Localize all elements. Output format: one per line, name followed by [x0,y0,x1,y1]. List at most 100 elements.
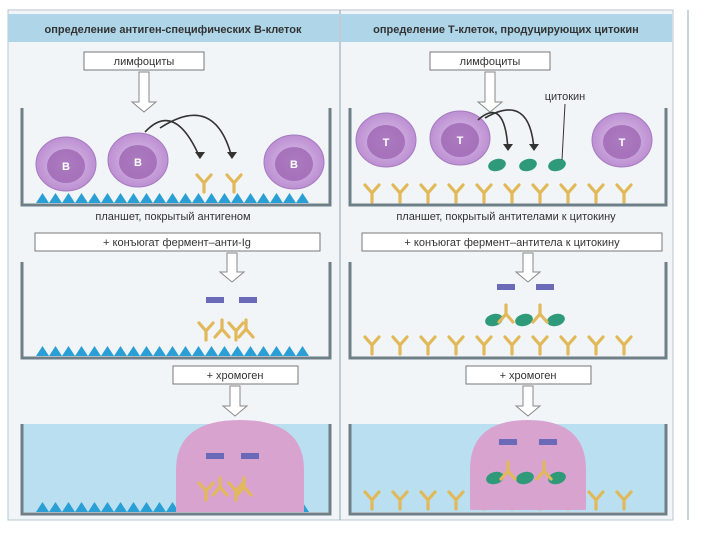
left-antigen-row-2 [127,346,140,356]
right-capture-antibody-row-1 [475,183,493,204]
right-capture-antibody-row-2 [475,335,493,356]
left-secretion-arrow-2 [159,114,233,159]
left-spot-enzyme-2 [241,453,259,459]
right-conjugate-box [361,232,663,252]
left-conjugate-box [34,232,321,252]
left-antigen-row-1 [218,193,231,203]
left-antigen-row-3 [140,502,153,512]
left-antigen-row-3 [153,502,166,512]
right-capture-antibody-row-1 [503,183,521,204]
left-secreted-antibody-1 [195,173,213,194]
left-antigen-row-1 [101,193,114,203]
left-antigen-row-1 [244,193,257,203]
right-header-bar [341,14,672,42]
left-spot-enzyme-1 [206,453,224,459]
left-antigen-row-2 [192,346,205,356]
right-capture-antibody-row-1 [419,183,437,204]
left-antigen-row-1 [231,193,244,203]
right-plate-label: планшет, покрытый антителами к цитокину [396,211,616,223]
left-antigen-row-1 [296,193,309,203]
right-arrow-conjugate [514,252,542,283]
right-secretion-arrow-1-head [503,144,513,151]
left-spot-anti-ig-2 [235,476,253,497]
right-spot-cytokine-1 [486,471,504,485]
right-spot-enzyme-1 [499,439,517,445]
right-bound-cytokine-2 [515,313,533,327]
left-plate-label: планшет, покрытый антигеном [95,211,250,223]
left-antigen-row-3 [49,502,62,512]
right-capture-antibody-row-2 [419,335,437,356]
left-antigen-row-3 [166,502,179,512]
left-b-cell-2-nucleus [119,145,157,179]
right-cytokine-3 [548,158,566,172]
right-capture-antibody-row-2 [531,335,549,356]
right-capture-antibody-row-2 [447,335,465,356]
left-antigen-row-2 [49,346,62,356]
left-antigen-row-2 [140,346,153,356]
left-antigen-row-3 [114,502,127,512]
right-capture-antibody-row-1 [587,183,605,204]
left-b-cell-2-letter: B [134,157,142,169]
left-bound-antibody-2 [227,321,245,342]
left-antigen-row-2 [62,346,75,356]
left-antigen-row-3 [127,502,140,512]
right-arrow-chromogen [514,385,542,417]
left-antigen-row-3 [101,502,114,512]
left-colored-spot [176,420,304,512]
left-antigen-row-1 [179,193,192,203]
right-capture-antibody-row-2 [391,335,409,356]
right-detect-antibody-1 [497,303,515,324]
left-anti-ig-1 [213,318,231,339]
left-spot-antibody-1 [197,481,215,502]
left-antigen-row-1 [36,193,49,203]
right-capture-antibody-row-2 [559,335,577,356]
left-antigen-row-2 [270,346,283,356]
left-conjugate-label: + конъюгат фермент–анти-Ig [103,237,251,249]
right-capture-antibody-row-1 [363,183,381,204]
left-antigen-row-1 [205,193,218,203]
left-lymphocytes-label: лимфоциты [114,56,175,68]
left-enzyme-2 [239,297,257,303]
left-antigen-row-2 [296,346,309,356]
right-capture-antibody-row-3 [363,490,381,511]
right-conjugate-label: + конъюгат фермент–антитела к цитокину [404,237,620,249]
right-capture-antibody-row-2 [615,335,633,356]
left-antigen-row-1 [166,193,179,203]
left-header-bar [8,14,339,42]
right-capture-antibody-row-1 [447,183,465,204]
left-well-3 [20,424,332,516]
left-antigen-row-3 [88,502,101,512]
left-antigen-row-1 [62,193,75,203]
left-b-cell-1-nucleus [47,149,85,183]
left-antigen-row-1 [192,193,205,203]
left-antigen-row-1 [153,193,166,203]
right-capture-antibody-row-3 [391,490,409,511]
left-arrow-chromogen [221,385,249,417]
left-well-1 [20,108,332,207]
right-secretion-arrow-2-head [529,144,539,151]
right-secretion-arrow-1 [477,111,509,151]
right-t-cell-3-nucleus [603,125,641,159]
right-cytokine-pointer [561,103,566,161]
right-cytokine-2 [519,158,537,172]
left-lymphocytes-box [83,51,205,71]
left-antigen-row-1 [114,193,127,203]
left-enzyme-1 [206,297,224,303]
right-spot-detect-antibody-2 [535,460,553,481]
left-chromogen-box [172,365,299,385]
left-antigen-row-2 [231,346,244,356]
left-well-2 [20,262,332,360]
left-antigen-row-3 [75,502,88,512]
left-antigen-row-2 [114,346,127,356]
right-detect-antibody-2 [531,303,549,324]
left-antigen-row-2 [205,346,218,356]
left-antigen-row-1 [88,193,101,203]
left-antigen-row-1 [270,193,283,203]
right-edge-line [687,10,689,520]
left-b-cell-3-nucleus [275,147,313,181]
right-enzyme-2 [536,284,554,290]
right-t-cell-1-letter: T [383,137,390,149]
right-well-1 [348,108,668,207]
